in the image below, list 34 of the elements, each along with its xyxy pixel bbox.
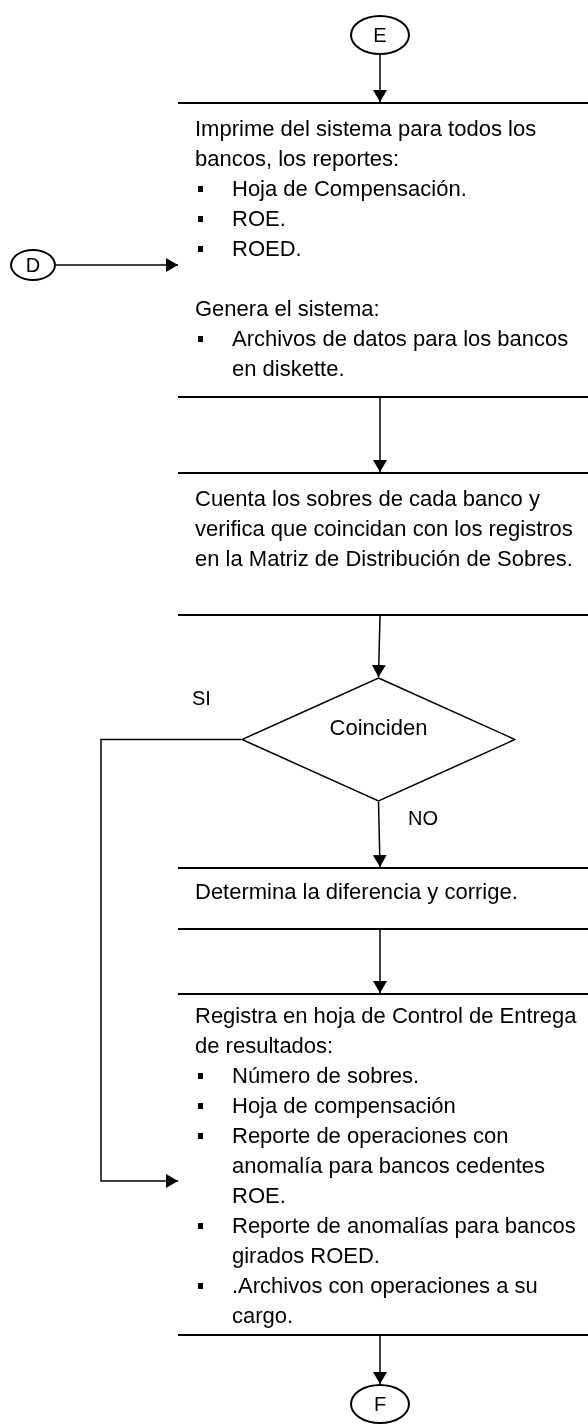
list-item-text: Archivos de datos para los bancos en diskette.	[232, 325, 570, 383]
connector-letter: E	[373, 25, 387, 45]
process-box	[178, 472, 588, 616]
connector-circle	[350, 1384, 410, 1424]
arrow	[55, 258, 179, 272]
list-item-text: ROED.	[232, 235, 302, 263]
arrow	[373, 1335, 387, 1385]
connector-circle	[10, 249, 56, 281]
arrow	[371, 615, 386, 678]
connector-letter: F	[373, 1394, 387, 1414]
connector-circle	[350, 15, 410, 55]
process-box	[178, 102, 588, 398]
connector-letter: D	[25, 255, 41, 275]
arrow	[373, 54, 387, 103]
list-item-text: Número de sobres.	[232, 1062, 420, 1090]
list-item-text: Reporte de anomalías para bancos girados ROED.	[232, 1212, 577, 1270]
process-text: Registra en hoja de Control de Entrega de resultados:	[195, 1002, 578, 1060]
process-text: Cuenta los sobres de cada banco y verifica que coincidan con los registros en la Matriz de Distribución de Sobres.	[195, 485, 574, 573]
process-box	[178, 867, 588, 930]
process-text: Genera el sistema:	[195, 295, 381, 323]
arrow	[373, 397, 387, 473]
process-text: Imprime del sistema para todos los bancos, los reportes:	[195, 115, 538, 173]
list-item-text: Reporte de operaciones con anomalía para bancos cedentes ROE.	[232, 1122, 547, 1210]
decision-diamond	[241, 677, 516, 802]
list-item-text: Hoja de compensación	[232, 1092, 456, 1120]
arrow	[100, 738, 242, 1188]
process-box	[178, 993, 588, 1336]
arrow	[373, 929, 387, 994]
process-text: Determina la diferencia y corrige.	[195, 878, 519, 906]
list-item-text: ROE.	[232, 205, 286, 233]
arrow	[372, 801, 387, 868]
list-item-text: .Archivos con operaciones a su cargo.	[232, 1272, 539, 1330]
list-item-text: Hoja de Compensación.	[232, 175, 467, 203]
decision-text: Coinciden	[329, 713, 428, 742]
